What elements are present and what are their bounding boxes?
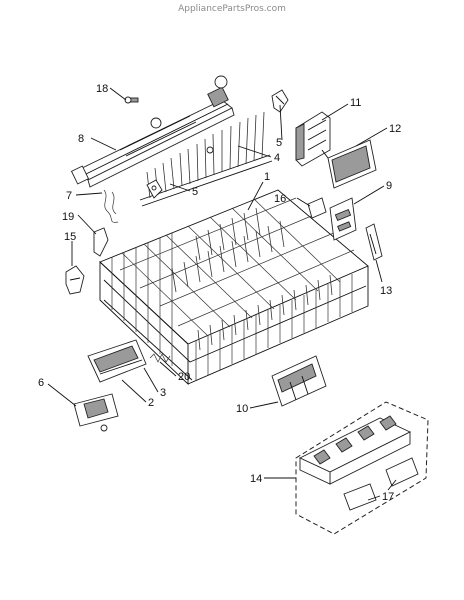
callout-3: 3 — [160, 387, 166, 399]
part-screw — [124, 96, 139, 104]
part-adjuster-housing — [295, 111, 331, 167]
part-rail-slide — [70, 75, 235, 188]
part-clip-lower — [146, 179, 163, 199]
callout-16: 16 — [274, 193, 286, 205]
part-adjuster-bracket — [329, 197, 357, 241]
callout-8: 8 — [78, 133, 84, 145]
part-wire-hook — [103, 189, 119, 223]
callout-15: 15 — [64, 231, 76, 243]
callout-5-lower: 5 — [192, 186, 198, 198]
leader-lines — [47, 87, 397, 501]
callout-6: 6 — [38, 377, 44, 389]
part-front-handle — [87, 339, 147, 383]
callout-20: 20 — [178, 371, 190, 383]
part-vertical-strip — [365, 223, 383, 261]
callout-12: 12 — [389, 123, 401, 135]
watermark-text: AppliancePartsPros.com — [178, 4, 286, 14]
callout-18: 18 — [96, 83, 108, 95]
part-clip-16 — [307, 197, 327, 219]
callout-11: 11 — [350, 97, 361, 109]
callout-7: 7 — [66, 190, 72, 202]
part-tine-row — [139, 111, 273, 207]
callout-2: 2 — [148, 397, 154, 409]
part-rack-adjuster — [271, 355, 327, 407]
part-dishrack — [99, 189, 369, 386]
callout-10: 10 — [236, 403, 248, 415]
part-bracket — [93, 227, 109, 257]
part-spring — [149, 353, 171, 363]
callout-19: 19 — [62, 211, 74, 223]
callout-17: 17 — [382, 491, 394, 503]
part-cover-panel — [321, 139, 377, 189]
callout-5-upper: 5 — [276, 137, 282, 149]
callout-14: 14 — [250, 473, 262, 485]
callout-4: 4 — [274, 152, 280, 164]
part-kit-box — [295, 401, 429, 535]
part-latch — [65, 265, 85, 295]
callout-13: 13 — [380, 285, 392, 297]
part-clip-upper — [271, 89, 289, 113]
callout-1: 1 — [264, 171, 270, 183]
part-bottom-guide — [73, 393, 119, 432]
callout-9: 9 — [386, 180, 392, 192]
